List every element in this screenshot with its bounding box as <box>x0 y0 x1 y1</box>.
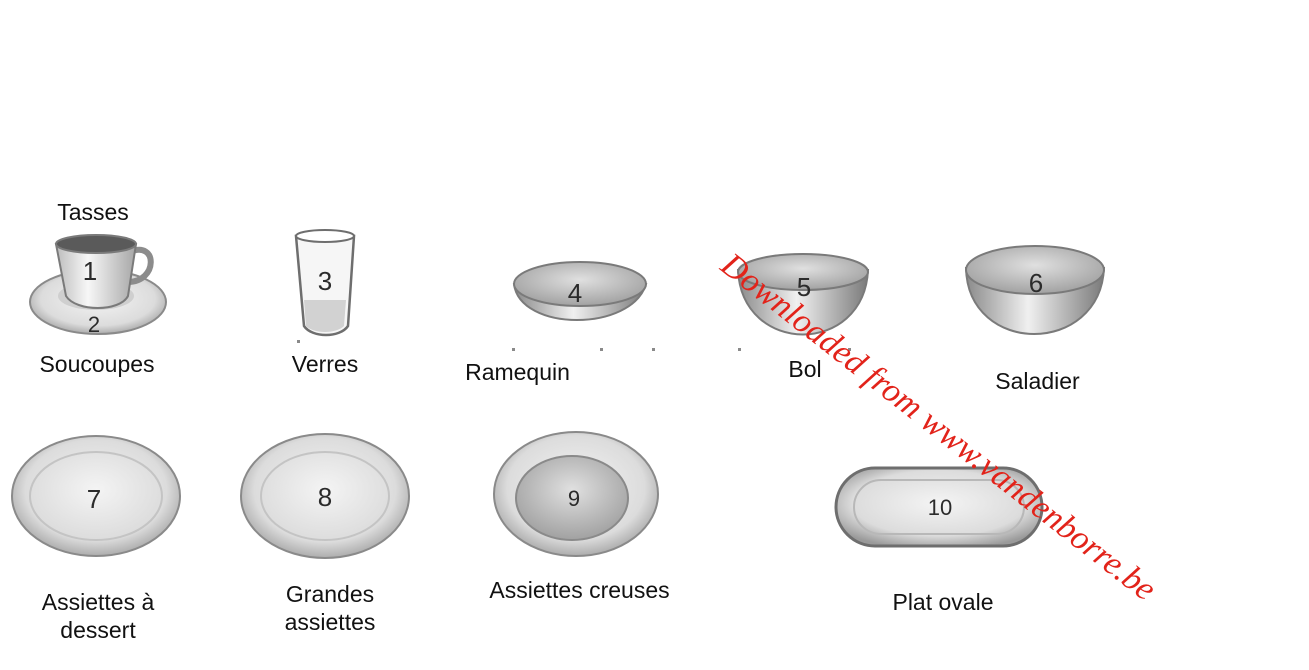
scan-marks <box>297 340 851 351</box>
ramequin-icon <box>512 261 648 321</box>
label-assiettes-creuses: Assiettes creuses <box>489 577 670 603</box>
bowl-icon <box>736 253 870 336</box>
number-8: 8 <box>318 482 332 512</box>
label-grandes-assiettes: Grandes assiettes <box>284 581 376 635</box>
glass-icon <box>294 229 356 337</box>
oval-platter-icon <box>834 466 1044 548</box>
dish-illustrations: 1 2 3 4 5 6 7 8 9 <box>11 229 1106 559</box>
cup-saucer-icon <box>29 234 167 335</box>
label-assiettes-dessert: Assiettes à dessert <box>41 589 155 643</box>
salad-bowl-icon <box>964 245 1106 335</box>
dessert-plate-icon <box>11 435 181 557</box>
label-saladier: Saladier <box>995 368 1080 394</box>
label-soucoupes: Soucoupes <box>39 351 155 377</box>
label-verres: Verres <box>291 351 359 377</box>
number-3: 3 <box>318 266 332 296</box>
number-7: 7 <box>87 484 101 514</box>
number-4: 4 <box>568 278 582 308</box>
number-5: 5 <box>797 272 811 302</box>
number-10: 10 <box>928 495 952 520</box>
number-6: 6 <box>1029 268 1043 298</box>
label-tasses: Tasses <box>57 199 129 225</box>
number-2: 2 <box>88 312 100 337</box>
label-ramequin: Ramequin <box>465 359 570 385</box>
soup-plate-icon <box>493 431 659 557</box>
label-plat-ovale: Plat ovale <box>892 589 994 615</box>
number-1: 1 <box>83 256 97 286</box>
number-9: 9 <box>568 486 580 511</box>
label-bol: Bol <box>788 356 822 382</box>
dinner-plate-icon <box>240 433 410 559</box>
